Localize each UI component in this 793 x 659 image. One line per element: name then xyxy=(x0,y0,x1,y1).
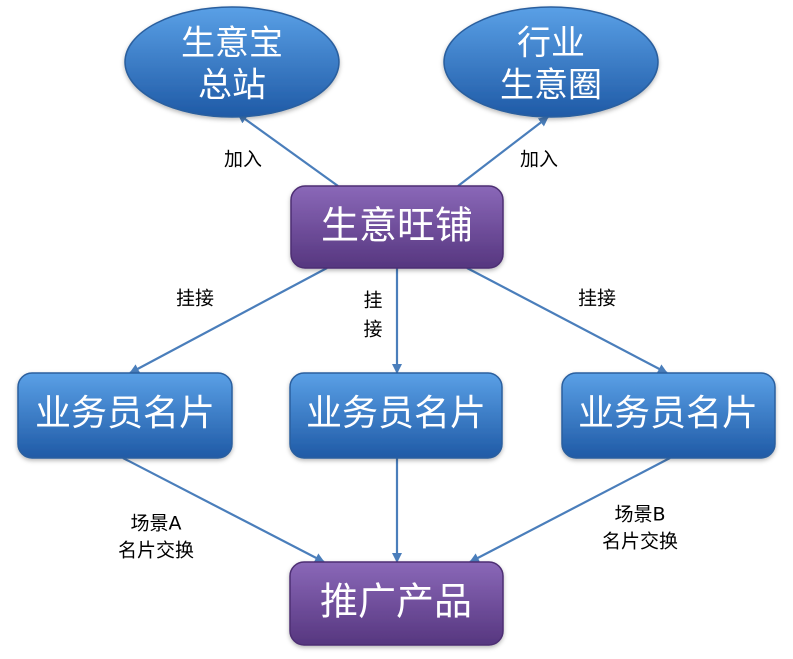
edge-card-right-to-product xyxy=(469,457,671,563)
edge-wangpu-to-shengyibao xyxy=(237,113,339,187)
node-hangye: 行业 生意圈 xyxy=(443,6,659,118)
node-card-mid: 业务员名片 xyxy=(289,372,503,459)
edge-label-scene-a-line2: 名片交换 xyxy=(118,540,194,562)
edge-label-mount-right: 挂接 xyxy=(578,288,616,310)
node-card-left-label: 业务员名片 xyxy=(35,393,215,434)
node-hangye-line1: 行业 xyxy=(517,24,585,64)
node-wangpu-label: 生意旺铺 xyxy=(321,204,473,248)
node-shengyibao-line2: 总站 xyxy=(198,66,266,106)
edge-card-left-to-product xyxy=(122,457,325,563)
node-card-right: 业务员名片 xyxy=(561,372,776,459)
node-card-left: 业务员名片 xyxy=(17,372,233,459)
node-hangye-line2: 生意圈 xyxy=(500,66,602,106)
edge-label-mount-left: 挂接 xyxy=(176,288,214,310)
edge-wangpu-to-card-right xyxy=(466,267,668,374)
edge-label-mount-mid-1: 挂 xyxy=(363,290,382,312)
edge-wangpu-to-card-left xyxy=(129,267,328,374)
node-card-right-label: 业务员名片 xyxy=(578,393,758,434)
edge-label-join-left: 加入 xyxy=(224,149,262,171)
node-product-label: 推广产品 xyxy=(320,580,472,624)
node-wangpu: 生意旺铺 xyxy=(290,185,504,269)
edge-label-scene-b-line1: 场景B xyxy=(614,504,665,526)
node-shengyibao-line1: 生意宝 xyxy=(181,24,283,64)
node-shengyibao: 生意宝 总站 xyxy=(124,6,340,118)
edge-label-join-right: 加入 xyxy=(520,149,558,171)
node-card-mid-label: 业务员名片 xyxy=(306,393,486,434)
edge-wangpu-to-hangye xyxy=(457,116,549,187)
edge-label-scene-b-line2: 名片交换 xyxy=(602,531,678,553)
node-product: 推广产品 xyxy=(289,561,504,646)
edge-label-mount-mid-2: 接 xyxy=(363,319,382,341)
edge-label-scene-a-line1: 场景A xyxy=(131,513,182,535)
